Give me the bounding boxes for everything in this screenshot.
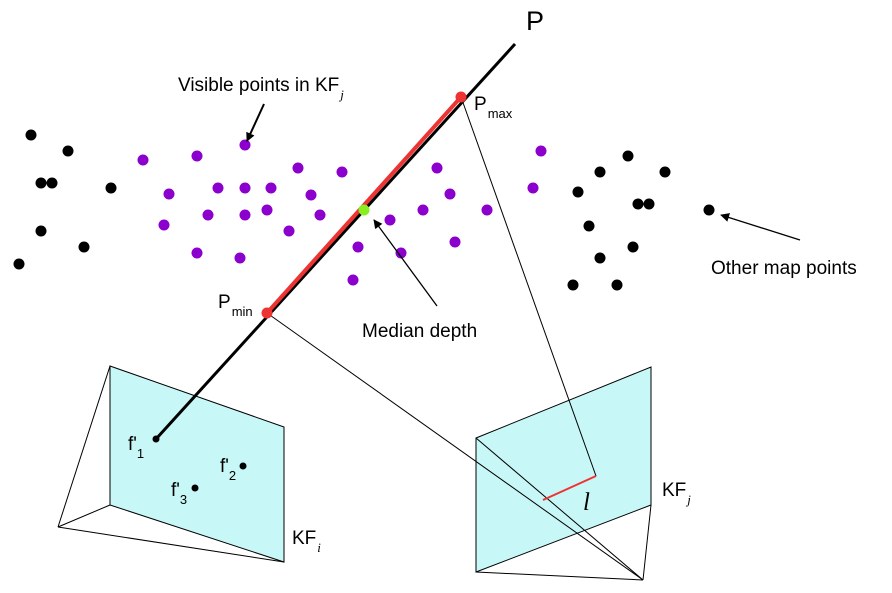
visible-map-point xyxy=(431,162,443,174)
other-map-point xyxy=(622,150,634,162)
label-f2: f'2 xyxy=(220,456,236,483)
feature-point-f2 xyxy=(239,462,247,470)
label-median-depth: Median depth xyxy=(362,321,477,342)
other-map-point xyxy=(594,166,606,178)
median-depth-arrow xyxy=(373,219,438,307)
visible-map-point xyxy=(292,162,304,174)
epipolar-segment-l xyxy=(542,475,597,501)
other-map-point xyxy=(632,198,644,210)
other-points-arrow xyxy=(720,213,801,241)
visible-map-point xyxy=(535,145,547,157)
pmax-point xyxy=(455,91,467,103)
label-f1: f'1 xyxy=(128,434,144,461)
projection-line-pmax xyxy=(460,96,597,477)
visible-map-point xyxy=(191,247,203,259)
viewing-ray xyxy=(154,42,517,441)
visible-map-point xyxy=(395,247,407,259)
visible-map-point xyxy=(417,204,429,216)
other-map-point xyxy=(594,252,606,264)
median-depth-point xyxy=(358,204,370,216)
image-plane-kf-j xyxy=(475,366,652,573)
other-map-point xyxy=(643,198,655,210)
label-visible-points: Visible points in KFj xyxy=(178,75,344,102)
frustum-edge xyxy=(642,504,652,581)
visible-map-point xyxy=(265,182,277,194)
camera-kf-j xyxy=(475,366,652,581)
visible-map-point xyxy=(191,150,203,162)
other-map-point xyxy=(46,177,58,189)
other-map-point xyxy=(62,145,74,157)
visible-map-point xyxy=(158,219,170,231)
camera-kf-i xyxy=(57,365,285,563)
other-map-point xyxy=(611,279,623,291)
other-map-point xyxy=(35,225,47,237)
frustum-edge xyxy=(57,526,285,563)
visible-points-arrow xyxy=(246,103,265,142)
visible-map-point xyxy=(336,166,348,178)
other-map-point xyxy=(78,241,90,253)
frustum-edge xyxy=(57,365,111,528)
visible-map-point xyxy=(212,182,224,194)
visible-map-point xyxy=(314,209,326,221)
other-map-point xyxy=(567,279,579,291)
visible-map-point xyxy=(283,225,295,237)
visible-map-point xyxy=(444,188,456,200)
feature-point-f1 xyxy=(152,435,160,443)
label-p: P xyxy=(526,6,544,36)
label-f3: f'3 xyxy=(171,480,187,507)
visible-map-point xyxy=(305,189,317,201)
other-map-point xyxy=(35,177,47,189)
visible-map-point xyxy=(449,236,461,248)
visible-map-point xyxy=(234,252,246,264)
frustum-edge xyxy=(475,571,644,581)
label-kf-j: KFj xyxy=(662,480,691,507)
frustum-edge xyxy=(475,437,644,581)
other-map-points xyxy=(13,129,715,291)
feature-point-f3 xyxy=(191,484,199,492)
projection-line-pmin xyxy=(266,312,644,581)
other-map-point xyxy=(703,204,715,216)
visible-map-point xyxy=(384,214,396,226)
visible-map-point xyxy=(527,182,539,194)
label-l: l xyxy=(583,489,590,516)
visible-map-point xyxy=(137,154,149,166)
other-map-point xyxy=(25,129,37,141)
other-map-point xyxy=(583,220,595,232)
label-other-map-points: Other map points xyxy=(711,258,857,279)
other-map-point xyxy=(13,258,25,270)
label-pmin: Pmin xyxy=(218,292,253,319)
other-map-point xyxy=(572,186,584,198)
other-map-point xyxy=(105,182,117,194)
other-map-point xyxy=(659,166,671,178)
visible-map-point xyxy=(163,188,175,200)
frustum-edge xyxy=(57,504,111,528)
label-pmax: Pmax xyxy=(474,94,513,121)
pmin-point xyxy=(261,307,273,319)
visible-map-point xyxy=(239,139,251,151)
visible-map-point xyxy=(202,209,214,221)
visible-map-point xyxy=(352,241,364,253)
visible-map-point xyxy=(347,274,359,286)
visible-map-point xyxy=(239,182,251,194)
visible-points xyxy=(137,139,547,286)
visible-map-point xyxy=(239,209,251,221)
visible-map-point xyxy=(481,204,493,216)
visible-map-point xyxy=(261,204,273,216)
label-kf-i: KFi xyxy=(292,528,321,555)
other-map-point xyxy=(627,241,639,253)
